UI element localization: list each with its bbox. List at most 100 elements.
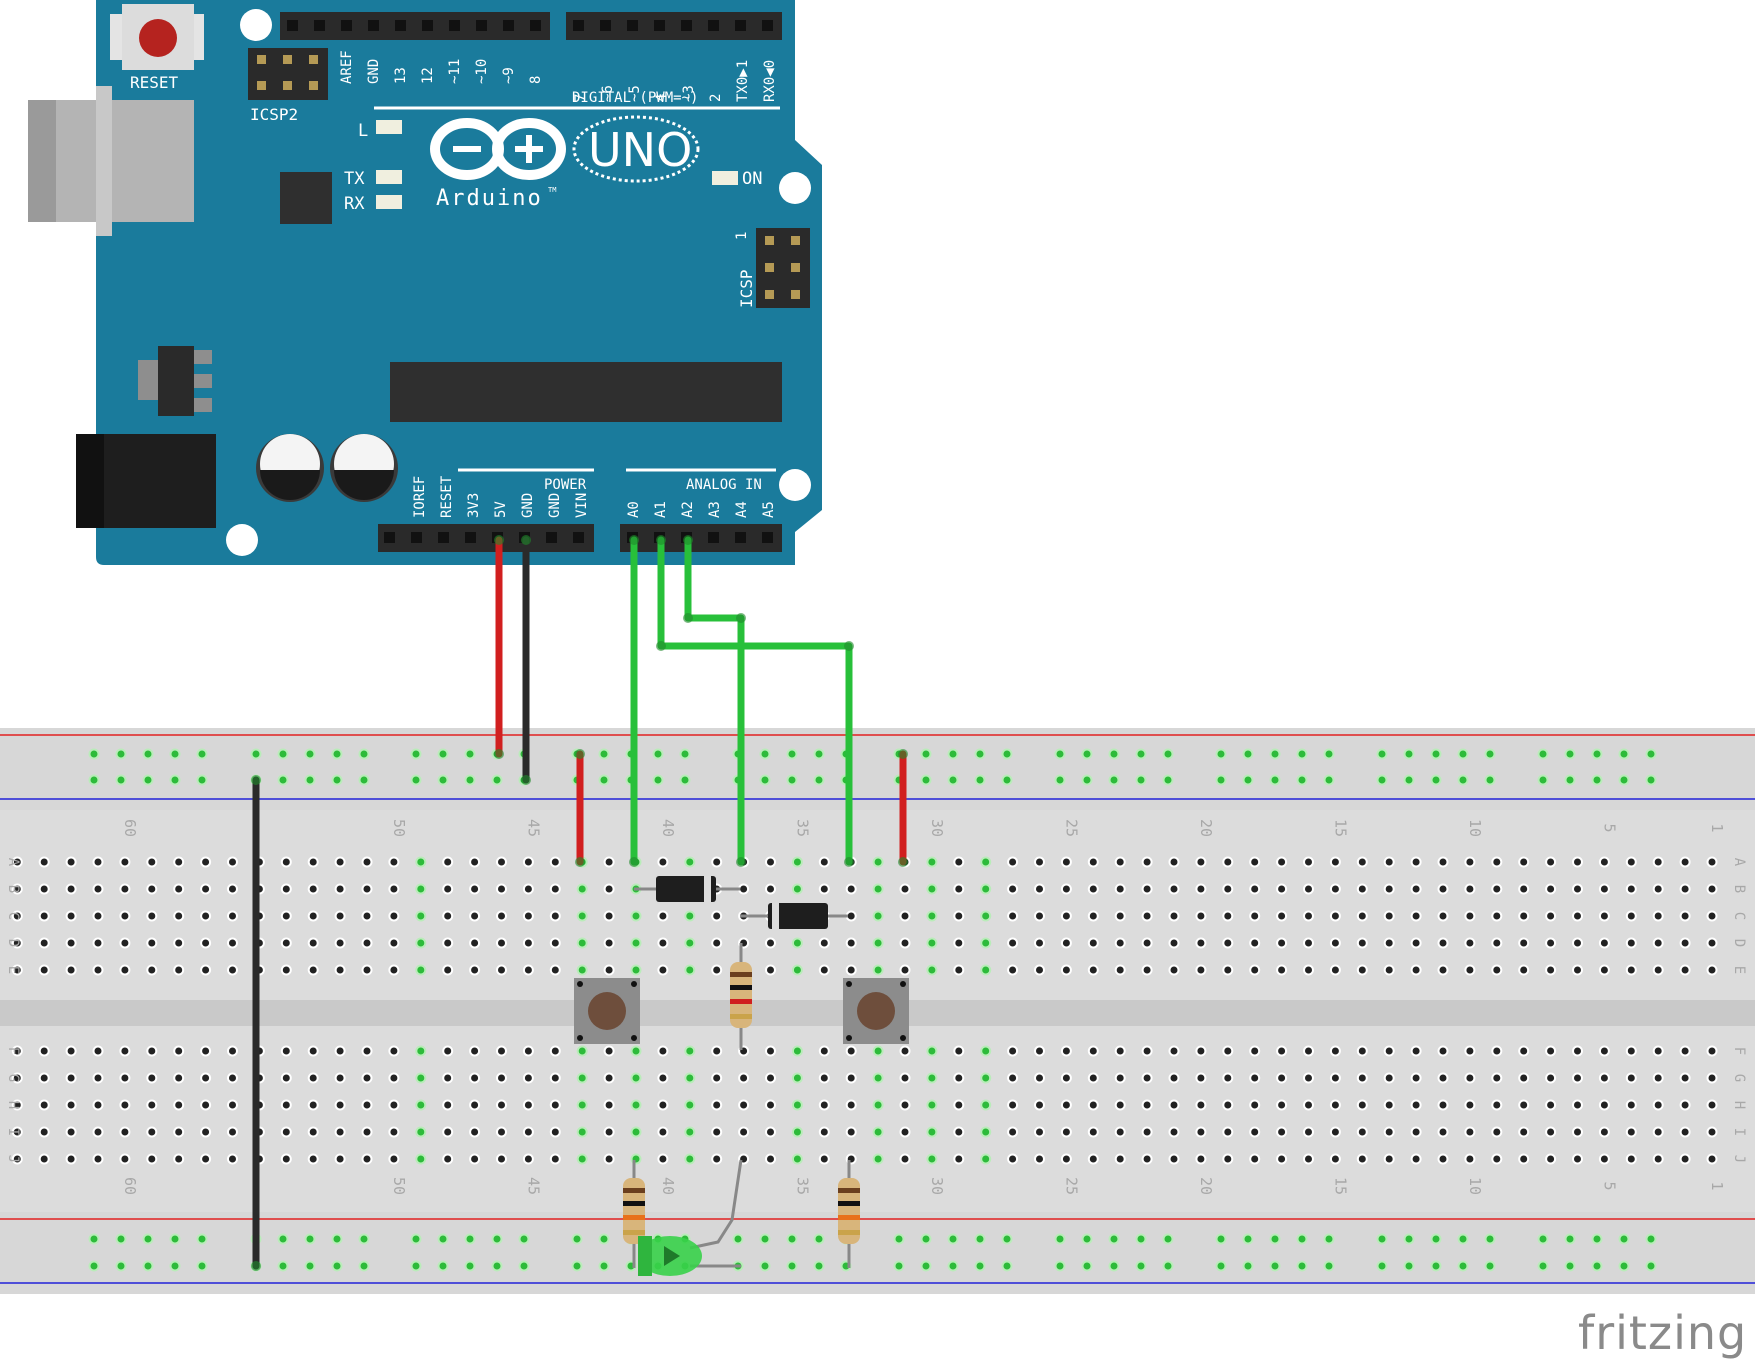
breadboard-hole <box>227 964 238 976</box>
breadboard-hole <box>307 1153 319 1165</box>
breadboard-hole <box>1625 1126 1637 1138</box>
breadboard-hole <box>65 964 77 976</box>
breadboard-hole <box>549 856 561 868</box>
breadboard-hole <box>388 883 400 895</box>
breadboard-hole <box>1034 910 1045 922</box>
breadboard-hole <box>1276 1072 1288 1084</box>
header-pin <box>765 290 774 299</box>
breadboard-hole <box>496 883 507 895</box>
breadboard-hole <box>1222 1072 1234 1084</box>
breadboard-hole <box>307 1126 319 1138</box>
diode <box>740 903 848 929</box>
header-pin <box>341 20 352 31</box>
breadboard-hole <box>1679 1153 1691 1165</box>
breadboard-hole <box>980 1072 992 1084</box>
breadboard-hole <box>1383 1126 1395 1138</box>
pushbutton[interactable] <box>843 978 909 1044</box>
row-letter: F <box>5 1047 21 1055</box>
header-pin <box>627 20 638 31</box>
breadboard-hole <box>818 1153 830 1165</box>
rail-hole <box>1054 1260 1066 1272</box>
breadboard-hole <box>953 1072 965 1084</box>
breadboard-hole <box>1222 1153 1234 1165</box>
header-pin <box>411 532 422 543</box>
rail-hole <box>518 1260 530 1272</box>
breadboard-hole <box>549 1126 561 1138</box>
breadboard-hole <box>1195 964 1207 976</box>
rail-hole <box>1269 774 1281 786</box>
header-pin <box>309 81 318 90</box>
breadboard-hole <box>1625 1072 1637 1084</box>
breadboard-hole <box>1652 937 1664 949</box>
breadboard-hole <box>684 937 696 949</box>
breadboard-hole <box>1329 856 1341 868</box>
capacitor <box>330 434 398 502</box>
header-pin <box>438 532 449 543</box>
breadboard-hole <box>388 1045 400 1057</box>
breadboard-hole <box>1329 1045 1341 1057</box>
rail-hole <box>1054 1233 1066 1245</box>
digital-pin-label: ~10 <box>474 59 490 84</box>
digital-pin-label: GND <box>366 59 382 84</box>
breadboard-hole <box>38 1126 50 1138</box>
breadboard-hole <box>549 1099 561 1111</box>
breadboard-hole <box>1464 1126 1476 1138</box>
reset-button[interactable] <box>110 4 204 70</box>
breadboard-hole <box>1114 883 1126 895</box>
breadboard-hole <box>227 937 238 949</box>
breadboard-hole <box>1518 964 1530 976</box>
breadboard-hole <box>388 964 400 976</box>
wires <box>251 535 908 1271</box>
breadboard-hole <box>953 1153 965 1165</box>
wire-a2[interactable] <box>684 536 745 866</box>
breadboard-hole <box>1652 910 1664 922</box>
breadboard-hole <box>388 1099 400 1111</box>
breadboard-hole <box>496 1126 507 1138</box>
breadboard-hole <box>576 1072 588 1084</box>
breadboard-hole <box>1060 1072 1072 1084</box>
breadboard-hole <box>200 883 212 895</box>
breadboard-hole <box>1087 1126 1099 1138</box>
breadboard-hole <box>1249 1126 1261 1138</box>
breadboard-hole <box>872 883 884 895</box>
wire-a1[interactable] <box>657 536 853 866</box>
rail-hole <box>410 1233 422 1245</box>
breadboard-hole <box>657 1126 669 1138</box>
pushbutton[interactable] <box>574 978 640 1044</box>
breadboard-hole <box>1195 1072 1207 1084</box>
breadboard-hole <box>1437 1153 1449 1165</box>
breadboard-hole <box>791 964 803 976</box>
wire-end-dot <box>494 535 504 545</box>
breadboard-hole <box>1114 856 1126 868</box>
rail-hole <box>920 774 932 786</box>
rail-hole <box>1323 1233 1335 1245</box>
rail-hole <box>304 1233 316 1245</box>
rail-hole <box>1403 1260 1415 1272</box>
breadboard-hole <box>1249 1153 1261 1165</box>
breadboard-hole <box>576 910 588 922</box>
column-number: 35 <box>793 819 811 837</box>
breadboard-hole <box>1356 1153 1368 1165</box>
breadboard-hole <box>549 1045 561 1057</box>
breadboard-hole <box>1383 937 1395 949</box>
breadboard-hole <box>469 883 481 895</box>
rail-hole <box>1081 1233 1093 1245</box>
header-pin <box>735 532 746 543</box>
analog-label: ANALOG IN <box>686 477 762 493</box>
breadboard-hole <box>280 1045 292 1057</box>
digital-label: DIGITAL (PWM=~) <box>572 90 698 106</box>
breadboard-hole <box>603 964 615 976</box>
rail-hole <box>142 748 154 760</box>
breadboard-hole <box>1706 1045 1718 1057</box>
breadboard-hole <box>1276 883 1288 895</box>
rail-hole <box>786 1233 798 1245</box>
breadboard-hole <box>818 883 830 895</box>
breadboard-hole <box>1141 1099 1153 1111</box>
breadboard-hole <box>872 910 884 922</box>
header-pin <box>573 20 584 31</box>
breadboard-hole <box>11 937 23 949</box>
breadboard-hole <box>1545 856 1557 868</box>
rail-hole <box>974 1260 986 1272</box>
rail-hole <box>1457 748 1469 760</box>
digital-pin-label: 7 <box>573 94 589 102</box>
